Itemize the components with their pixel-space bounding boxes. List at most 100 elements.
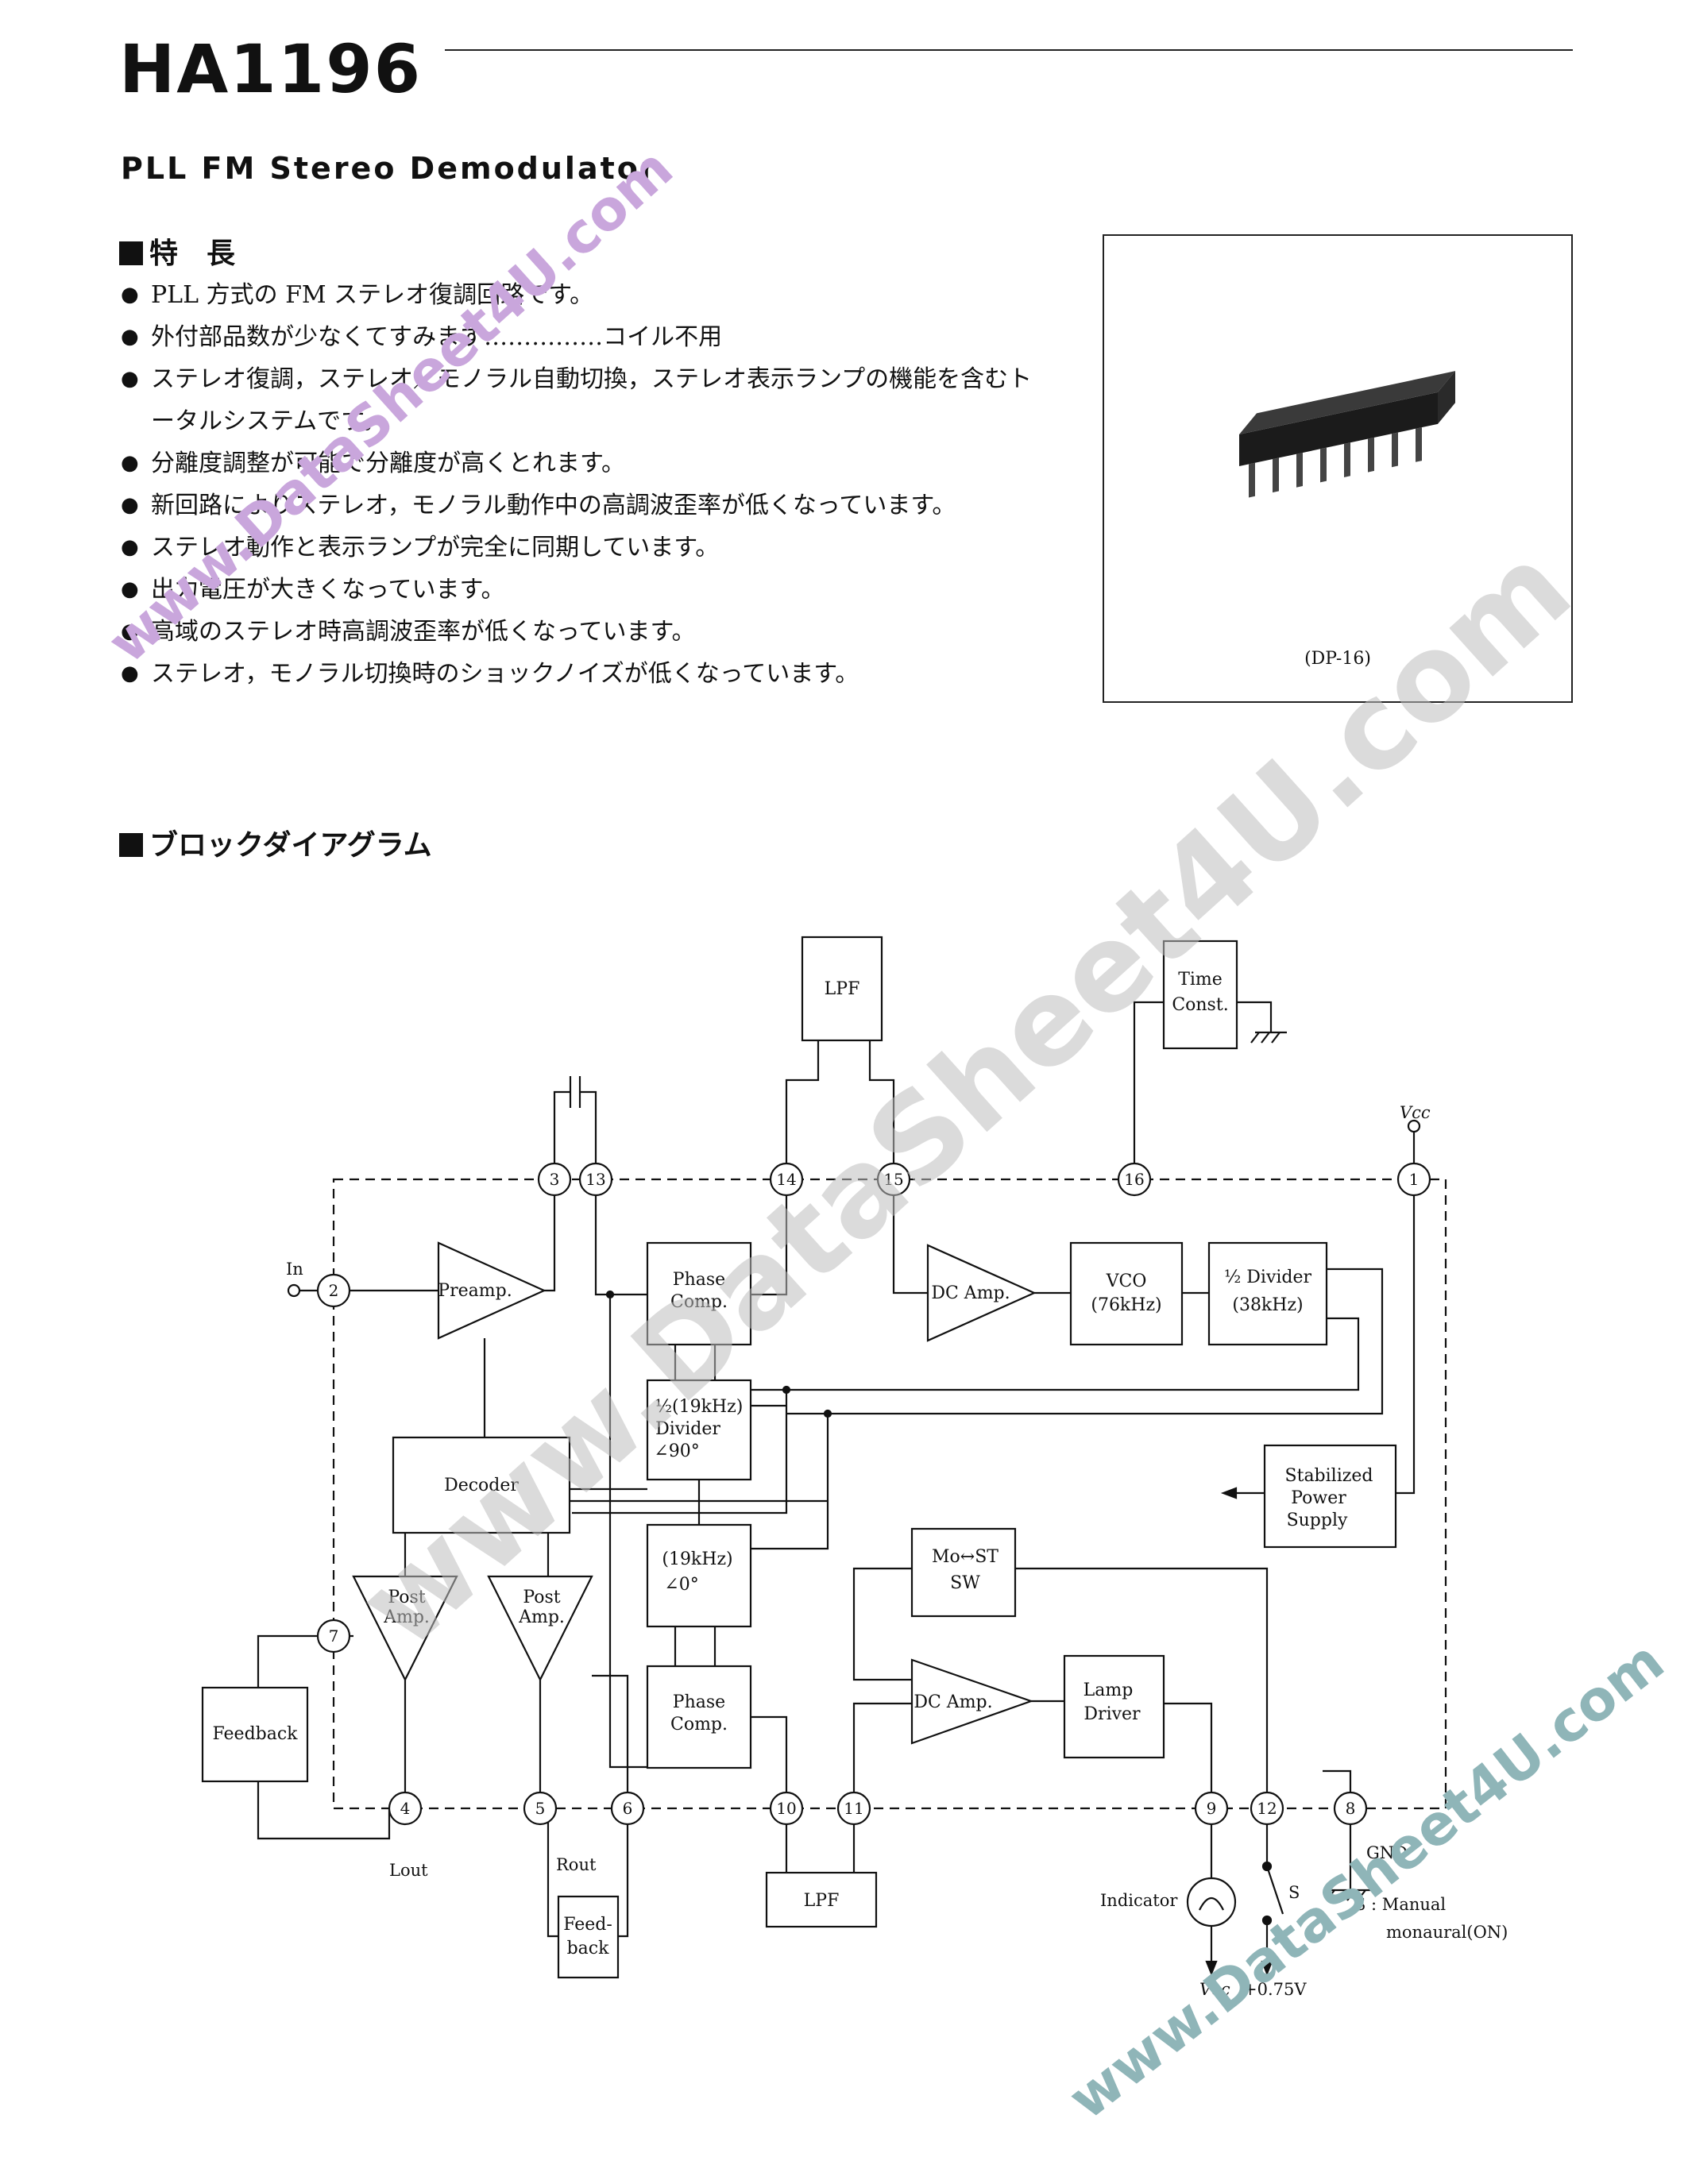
half-divider-label: (38kHz)	[1232, 1295, 1303, 1315]
features-heading-text: 特 長	[149, 237, 236, 270]
vcc-top-label: Vcc	[1400, 1103, 1431, 1122]
block-diagram: 1 2 3 4 5 6 7 8 9 10 11 12 13 14 15 16 L…	[201, 936, 1508, 1999]
note-label: S : Manual	[1354, 1895, 1446, 1914]
lamp-driver-label: Lamp	[1083, 1680, 1134, 1700]
feature-item: 外付部品数が少なくてすみます……………コイル不用	[119, 316, 1033, 358]
feedback-r-block	[557, 1895, 620, 1979]
pin-label: 6	[623, 1799, 633, 1818]
phase-comp-1-label: Phase	[673, 1270, 725, 1290]
pin-label: 1	[1409, 1170, 1420, 1189]
post-amp-r-label: Amp.	[518, 1607, 565, 1627]
half-divider-label: ½ Divider	[1224, 1268, 1312, 1287]
divider-19k-label: ∠90°	[654, 1441, 699, 1461]
pin-label: 16	[1124, 1170, 1144, 1189]
dip16-package-icon	[1239, 371, 1455, 498]
pin-label: 13	[585, 1170, 605, 1189]
divider-19k-label: ½(19kHz)	[655, 1397, 744, 1417]
pin-label: 3	[550, 1170, 560, 1189]
block-19k-label: (19kHz)	[662, 1549, 732, 1569]
decoder-block	[392, 1436, 571, 1534]
mo-st-sw-block	[910, 1527, 1017, 1618]
pin-label: 10	[776, 1799, 796, 1818]
half-divider-block	[1207, 1241, 1328, 1346]
gnd-label: GND	[1366, 1843, 1408, 1862]
post-amp-r-label: Post	[523, 1588, 560, 1607]
pin-label: 15	[883, 1170, 903, 1189]
lpf-bottom-block	[765, 1871, 878, 1928]
in-label: In	[286, 1260, 303, 1279]
decoder-label: Decoder	[444, 1476, 519, 1495]
feature-item: ステレオ動作と表示ランプが完全に同期しています。	[119, 527, 1033, 569]
feedback-l-block	[201, 1686, 309, 1783]
package-figure: (DP-16)	[1103, 234, 1573, 703]
feature-item: 出力電圧が大きくなっています。	[119, 569, 1033, 611]
indicator-label: Indicator	[1100, 1891, 1178, 1910]
vco-label: (76kHz)	[1091, 1295, 1161, 1315]
phase-comp-2-block	[646, 1665, 752, 1769]
time-const-label: Const.	[1172, 995, 1228, 1015]
lpf-top-label: LPF	[825, 979, 860, 999]
pin-label: 4	[400, 1799, 411, 1818]
dc-amp-2-triangle	[910, 1658, 1034, 1745]
lpf-top-block	[801, 936, 883, 1042]
pin-label: 8	[1346, 1799, 1356, 1818]
feature-item: ステレオ復調，ステレオ／モノラル自動切換，ステレオ表示ランプの機能を含むトータル…	[119, 358, 1033, 442]
note-label: monaural(ON)	[1386, 1923, 1508, 1942]
preamp-triangle	[437, 1241, 547, 1340]
block-diagram-heading: ブロックダイアグラム	[119, 822, 432, 863]
preamp-label: Preamp.	[438, 1281, 512, 1301]
divider-19k-block	[646, 1379, 752, 1481]
pin-label: 11	[844, 1799, 863, 1818]
stabilized-supply-label: Power	[1291, 1488, 1346, 1508]
mo-st-sw-label: Mo↔ST	[932, 1547, 999, 1567]
rout-label: Rout	[556, 1855, 597, 1874]
divider-19k-label: Divider	[655, 1419, 720, 1439]
dc-amp-1-triangle	[926, 1244, 1037, 1342]
block-diagram-heading-text: ブロックダイアグラム	[149, 829, 432, 862]
block-19k	[646, 1523, 752, 1628]
vco-label: VCO	[1106, 1271, 1147, 1291]
feature-item: ステレオ，モノラル切換時のショックノイズが低くなっています。	[119, 653, 1033, 695]
feature-item: 分離度調整が可能で分離度が高くとれます。	[119, 442, 1033, 484]
block-19k-label: ∠0°	[664, 1575, 698, 1595]
subtitle: PLL FM Stereo Demodulator	[121, 151, 658, 186]
feature-item: PLL 方式の FM ステレオ復調回路です。	[119, 274, 1033, 316]
dc-amp-2-label: DC Amp.	[914, 1692, 992, 1712]
pin-label: 14	[776, 1170, 796, 1189]
feedback-r-label: back	[567, 1939, 610, 1958]
lpf-bottom-label: LPF	[804, 1891, 840, 1911]
package-label: (DP-16)	[1304, 649, 1371, 669]
feature-item: 新回路によりステレオ，モノラル動作中の高調波歪率が低くなっています。	[119, 484, 1033, 527]
stabilized-supply-label: Stabilized	[1285, 1466, 1373, 1486]
phase-comp-1-label: Comp.	[670, 1292, 728, 1312]
feedback-r-label: Feed-	[563, 1915, 612, 1935]
pin-label: 12	[1257, 1799, 1277, 1818]
square-bullet-icon	[119, 833, 143, 857]
phase-comp-2-label: Phase	[673, 1692, 725, 1712]
pin-label: 9	[1207, 1799, 1217, 1818]
mo-st-sw-label: SW	[950, 1573, 980, 1593]
pin-label: 5	[535, 1799, 546, 1818]
post-amp-r-triangle	[487, 1575, 593, 1682]
pin-label: 2	[329, 1281, 339, 1300]
time-const-label: Time	[1178, 970, 1223, 990]
pin-label: 7	[329, 1626, 339, 1646]
square-bullet-icon	[119, 241, 143, 265]
phase-comp-2-label: Comp.	[670, 1715, 728, 1734]
stabilized-supply-block	[1263, 1444, 1397, 1549]
lamp-driver-label: Driver	[1083, 1704, 1141, 1724]
feedback-l-label: Feedback	[212, 1724, 298, 1744]
post-amp-l-label: Post	[388, 1588, 425, 1607]
dc-amp-1-label: DC Amp.	[931, 1283, 1010, 1303]
phase-comp-1-block	[646, 1241, 752, 1346]
vcc-bottom-label: Vcc	[1199, 1980, 1230, 1999]
post-amp-l-label: Amp.	[383, 1607, 430, 1627]
features-heading: 特 長	[119, 230, 235, 272]
title-rule	[445, 49, 1573, 51]
lout-label: Lout	[389, 1861, 428, 1880]
part-number: HA1196	[119, 30, 423, 108]
stabilized-supply-label: Supply	[1287, 1511, 1348, 1530]
indicator-lamp-icon	[1186, 1877, 1237, 1927]
plus-075v-label: +0.75V	[1243, 1980, 1307, 1999]
vco-block	[1069, 1241, 1184, 1346]
